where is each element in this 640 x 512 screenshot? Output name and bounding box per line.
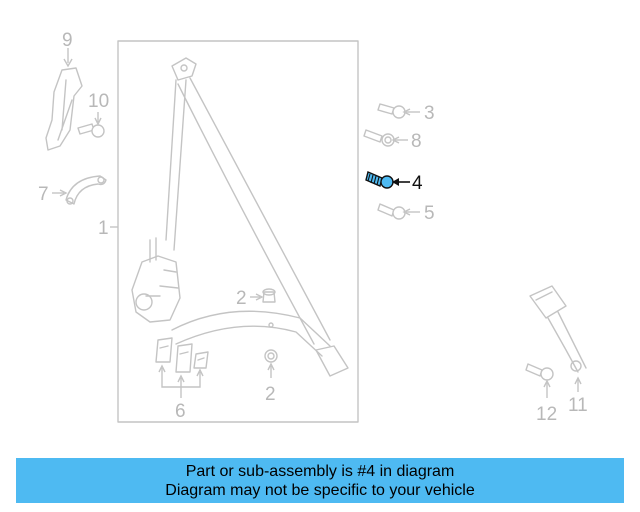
callout-6: 6: [175, 401, 186, 422]
part-3-bolt[interactable]: [377, 103, 406, 119]
callout-8: 8: [411, 131, 422, 152]
callout-3: 3: [424, 103, 435, 124]
assembly-frame: [117, 40, 359, 423]
banner-line-2: Diagram may not be specific to your vehi…: [165, 482, 475, 499]
diagram-notice-banner: Part or sub-assembly is #4 in diagram Di…: [16, 458, 624, 503]
callout-5: 5: [424, 203, 435, 224]
callout-10: 10: [88, 91, 109, 112]
part-2-plug-upper[interactable]: [262, 288, 276, 303]
part-10-bolt[interactable]: [77, 123, 105, 138]
callout-4: 4: [412, 173, 423, 194]
part-8-bolt[interactable]: [363, 129, 395, 147]
part-5-bolt[interactable]: [377, 203, 406, 220]
banner-line-1: Part or sub-assembly is #4 in diagram: [185, 463, 455, 480]
part-7-bracket[interactable]: [65, 175, 107, 205]
part-11-buckle[interactable]: [529, 285, 587, 373]
callout-11: 11: [568, 395, 588, 416]
callout-12: 12: [536, 404, 557, 425]
part-9-anchor-cover[interactable]: [45, 67, 83, 151]
parts-diagram: 1 2 2 3 4 5 6 7 8 9 10 11 12: [38, 30, 588, 425]
callout-2b: 2: [265, 384, 276, 405]
part-4-bolt-highlighted[interactable]: [365, 171, 394, 189]
callout-7: 7: [38, 184, 49, 205]
callout-9: 9: [62, 30, 73, 51]
part-6-clips[interactable]: [155, 337, 209, 373]
callout-2a: 2: [236, 288, 247, 309]
callout-1: 1: [98, 218, 109, 239]
part-1-seat-belt-assembly[interactable]: [131, 57, 349, 377]
part-2-cap-lower[interactable]: [264, 349, 278, 363]
part-12-bolt[interactable]: [525, 363, 554, 381]
